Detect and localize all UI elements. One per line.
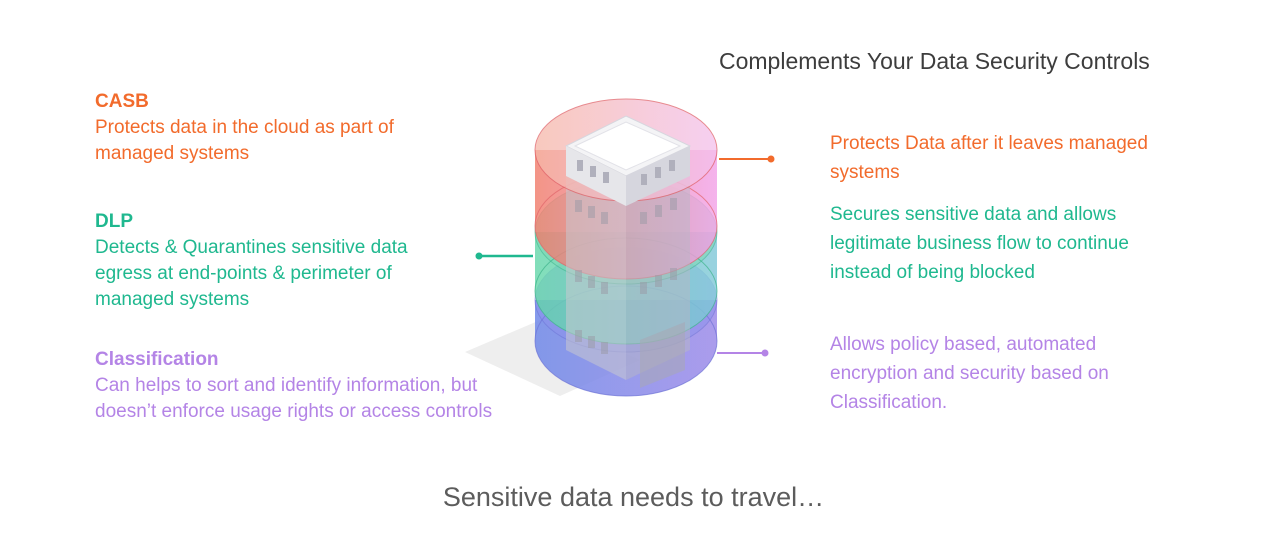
casb-title: CASB — [95, 91, 149, 112]
dlp-block: DLP Detects & Quarantines sensitive data… — [95, 209, 455, 313]
dlp-title: DLP — [95, 211, 133, 232]
building-icon — [566, 160, 690, 388]
connector-green — [475, 252, 533, 260]
right-text-purple: Allows policy based, automated encryptio… — [830, 334, 1109, 413]
classification-description: Can helps to sort and identify informati… — [95, 375, 493, 422]
classification-block: Classification Can helps to sort and ide… — [95, 347, 495, 425]
casb-block: CASB Protects data in the cloud as part … — [95, 89, 455, 167]
right-text-orange: Protects Data after it leaves managed sy… — [830, 133, 1148, 183]
classification-title: Classification — [95, 349, 219, 370]
building-roof — [564, 115, 692, 206]
page-heading: Complements Your Data Security Controls — [719, 48, 1150, 74]
connector-orange — [719, 155, 775, 163]
right-text-green: Secures sensitive data and allows legiti… — [830, 204, 1129, 283]
dlp-description: Detects & Quarantines sensitive data egr… — [95, 237, 408, 310]
footer-caption: Sensitive data needs to travel… — [442, 482, 825, 512]
casb-description: Protects data in the cloud as part of ma… — [95, 117, 394, 164]
connector-purple — [717, 349, 769, 357]
